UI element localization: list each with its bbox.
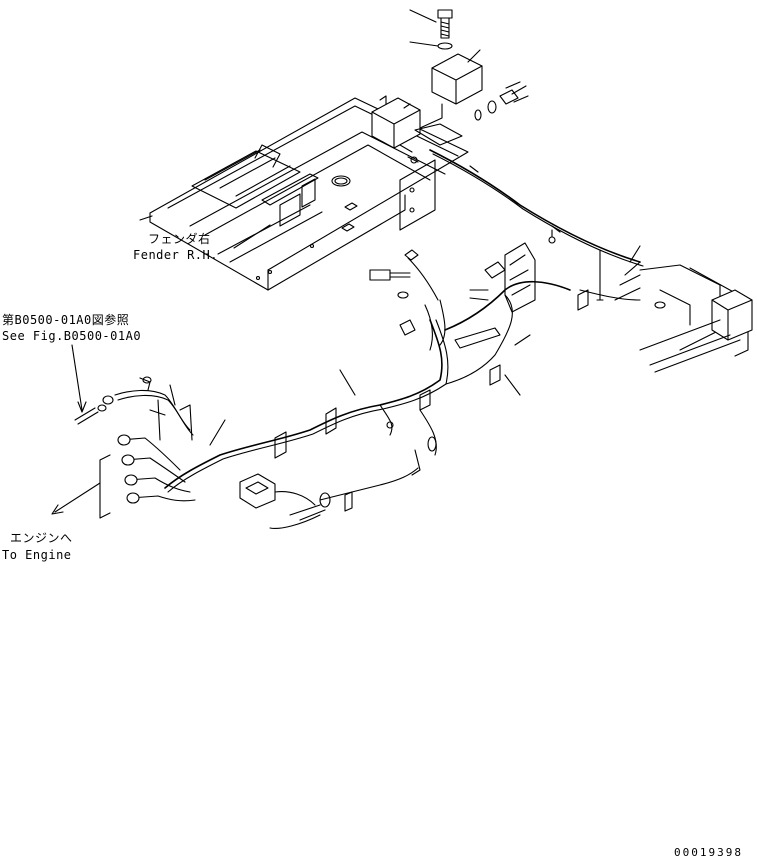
left-branch (74, 376, 226, 519)
fender-label-jp: フェンダ右 (148, 232, 211, 246)
upper-harness (429, 149, 644, 301)
engine-label-en: To Engine (2, 548, 72, 562)
engine-label-jp: エンジンへ (10, 531, 73, 545)
label-leaders (51, 224, 271, 515)
drawing-number: 00019398 (674, 846, 743, 859)
fender-frame (139, 97, 469, 291)
fender-label-en: Fender R.H. (133, 248, 218, 262)
center-connectors (369, 242, 536, 349)
sensor-assembly (239, 467, 419, 529)
main-harness (164, 261, 641, 493)
right-box (614, 264, 753, 373)
relay-box (371, 9, 529, 164)
reference-label-jp: 第B0500-01A0図参照 (2, 313, 130, 327)
reference-label-en: See Fig.B0500-01A0 (2, 329, 142, 343)
